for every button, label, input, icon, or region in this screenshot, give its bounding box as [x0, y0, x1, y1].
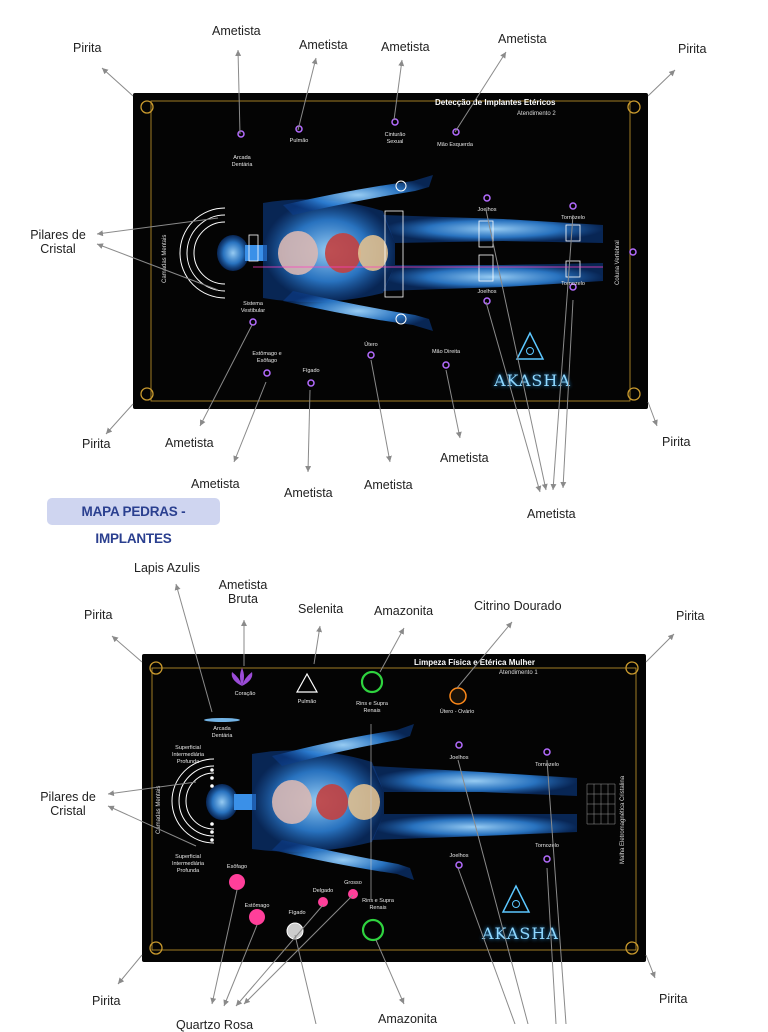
point-intermediaria: Intermediária: [171, 752, 205, 758]
point-estomago: Estômago: [244, 903, 270, 909]
point-superficial-b: Superficial: [175, 854, 201, 860]
corner-ornament-icon: [140, 387, 154, 401]
label-pirita: Pirita: [659, 992, 688, 1006]
point-utero-ovario: Útero - Ovário: [439, 709, 475, 715]
label-ametista: Ametista: [364, 478, 413, 492]
akasha-logo: AKASHA: [482, 924, 559, 943]
point-joelhos-bottom: Joelhos: [477, 289, 497, 295]
corner-ornament-icon: [625, 661, 639, 675]
point-rins-top: Rins e Supra Renais: [356, 701, 388, 714]
point-figado: Fígado: [288, 910, 306, 916]
amazonita-ring-icon: [361, 918, 385, 942]
point-arcada: Arcada Dentária: [231, 155, 253, 168]
panel-title: Detecção de Implantes Etéricos: [435, 98, 556, 107]
label-pirita: Pirita: [662, 435, 691, 449]
label-lapis-azulis: Lapis Azulis: [134, 561, 201, 575]
point-coracao: Coração: [234, 691, 256, 697]
point-tornozelo-bottom: Tornozelo: [561, 281, 585, 287]
point-joelhos-bottom: Joelhos: [449, 853, 469, 859]
label-amazonita: Amazonita: [378, 1012, 438, 1026]
section-title-badge: MAPA PEDRAS - IMPLANTES: [47, 498, 220, 546]
akasha-logo: AKASHA: [494, 371, 571, 390]
label-ametista: Ametista: [381, 40, 430, 54]
body-figure-1: [140, 100, 641, 402]
point-grosso: Grosso: [344, 880, 362, 886]
panel-subtitle: Atendimento 2: [517, 111, 556, 117]
selenita-triangle-icon: [295, 672, 319, 693]
corner-ornament-icon: [140, 100, 154, 114]
moon-stone-icon: [286, 922, 304, 940]
label-pilares: Pilares de Cristal: [30, 228, 86, 256]
map-panel-limpeza: Limpeza Física e Etérica Mulher Atendime…: [142, 654, 646, 962]
label-pilares: Pilares de Cristal: [40, 790, 96, 818]
point-tornozelo-bottom: Tornozelo: [535, 843, 559, 849]
label-quartzo-rosa: Quartzo Rosa: [176, 1018, 254, 1032]
label-selenita: Selenita: [298, 602, 344, 616]
label-ametista: Ametista: [165, 436, 214, 450]
label-pirita: Pirita: [92, 994, 121, 1008]
amazonita-ring-icon: [360, 670, 384, 694]
point-intermediaria-b: Intermediária: [171, 861, 205, 867]
point-superficial: Superficial: [175, 745, 201, 751]
point-mao-direita: Mão Direita: [431, 349, 461, 355]
point-joelhos-top: Joelhos: [449, 755, 469, 761]
point-joelhos-top: Joelhos: [477, 207, 497, 213]
body-figure-2: [149, 661, 639, 955]
label-pirita: Pirita: [84, 608, 113, 622]
label-ametista: Ametista: [284, 486, 333, 500]
point-rins-bottom: Rins e Supra Renais: [362, 898, 394, 911]
point-cinturao: Cinturão Sexual: [384, 132, 406, 145]
point-figado: Fígado: [302, 368, 320, 374]
lotus-icon: [231, 668, 253, 686]
label-ametista: Ametista: [212, 24, 261, 38]
point-pulmao: Pulmão: [297, 699, 317, 705]
label-pirita: Pirita: [73, 41, 102, 55]
label-ametista-bruta: Ametista Bruta: [218, 578, 268, 606]
point-delgado: Delgado: [312, 888, 334, 894]
label-pirita: Pirita: [678, 42, 707, 56]
label-ametista: Ametista: [527, 507, 576, 521]
citrino-icon: [449, 687, 467, 705]
map-panel-implantes: Detecção de Implantes Etéricos Atendimen…: [133, 93, 648, 409]
label-pirita: Pirita: [82, 437, 111, 451]
corner-ornament-icon: [149, 941, 163, 955]
point-mao-esquerda: Mão Esquerda: [437, 142, 473, 148]
label-citrino: Citrino Dourado: [474, 599, 562, 613]
panel-title: Limpeza Física e Etérica Mulher: [414, 658, 535, 667]
point-sistema: Sistema Vestibular: [240, 301, 266, 314]
corner-ornament-icon: [149, 661, 163, 675]
panel-subtitle: Atendimento 1: [499, 670, 538, 676]
point-profunda-b: Profunda: [176, 868, 200, 874]
label-ametista: Ametista: [299, 38, 348, 52]
corner-ornament-icon: [625, 941, 639, 955]
point-pulmao: Pulmão: [289, 138, 309, 144]
point-esofago: Esôfago: [226, 864, 248, 870]
label-amazonita: Amazonita: [374, 604, 434, 618]
label-ametista: Ametista: [191, 477, 240, 491]
lapis-icon: [204, 718, 240, 722]
point-estomago: Estômago e Esôfago: [252, 351, 282, 364]
label-ametista: Ametista: [498, 32, 547, 46]
point-utero: Útero: [364, 342, 378, 348]
point-profunda: Profunda: [176, 759, 200, 765]
point-arcada: Arcada Dentária: [211, 726, 233, 739]
corner-ornament-icon: [627, 387, 641, 401]
label-ametista: Ametista: [440, 451, 489, 465]
label-pirita: Pirita: [676, 609, 705, 623]
corner-ornament-icon: [627, 100, 641, 114]
